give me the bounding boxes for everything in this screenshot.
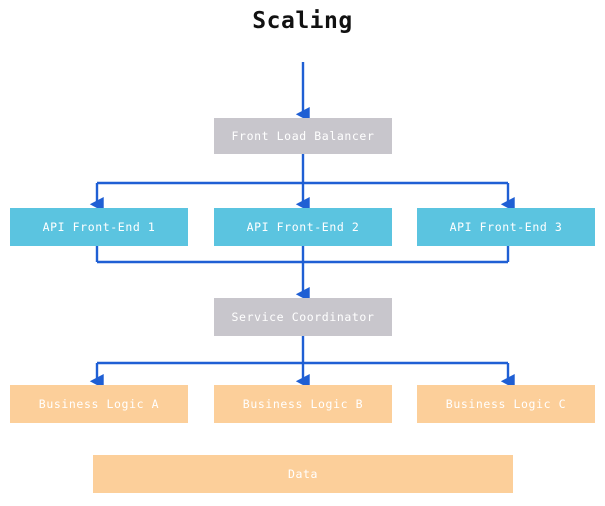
node-data[interactable]: Data: [93, 455, 513, 493]
node-front-load-balancer[interactable]: Front Load Balancer: [214, 118, 392, 154]
node-api-front-end-3[interactable]: API Front-End 3: [417, 208, 595, 246]
node-label-business-logic-a: Business Logic A: [38, 397, 160, 411]
node-label-data: Data: [287, 467, 319, 481]
node-label-business-logic-c: Business Logic C: [445, 397, 567, 411]
node-label-api-front-end-3: API Front-End 3: [449, 220, 563, 234]
node-business-logic-b[interactable]: Business Logic B: [214, 385, 392, 423]
node-label-business-logic-b: Business Logic B: [242, 397, 364, 411]
node-label-front-load-balancer: Front Load Balancer: [231, 129, 375, 143]
node-label-api-front-end-2: API Front-End 2: [246, 220, 360, 234]
diagram-title: Scaling: [252, 8, 353, 34]
node-service-coordinator[interactable]: Service Coordinator: [214, 298, 392, 336]
node-label-service-coordinator: Service Coordinator: [231, 310, 375, 324]
node-label-api-front-end-1: API Front-End 1: [42, 220, 156, 234]
node-api-front-end-2[interactable]: API Front-End 2: [214, 208, 392, 246]
node-business-logic-a[interactable]: Business Logic A: [10, 385, 188, 423]
node-api-front-end-1[interactable]: API Front-End 1: [10, 208, 188, 246]
node-business-logic-c[interactable]: Business Logic C: [417, 385, 595, 423]
